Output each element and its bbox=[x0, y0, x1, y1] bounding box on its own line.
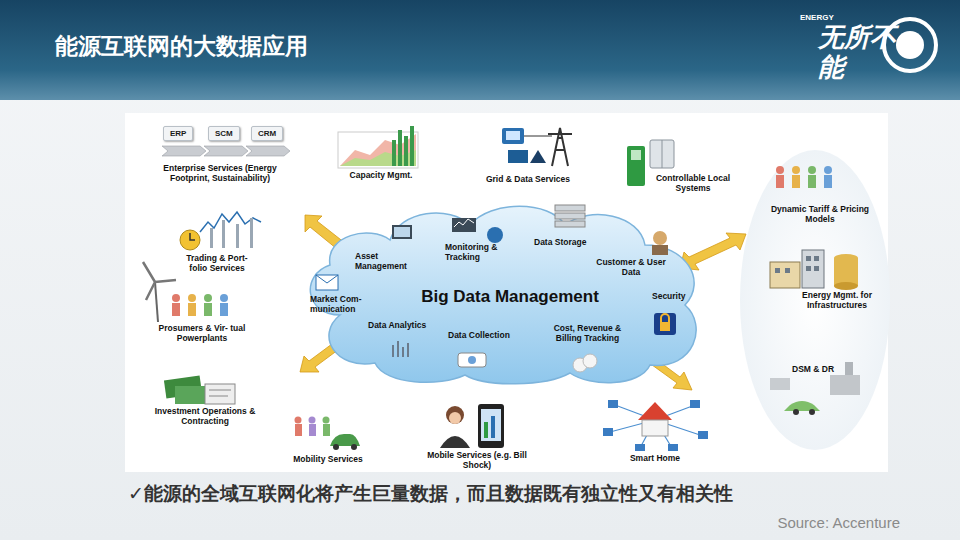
box-label: CRM bbox=[258, 129, 276, 138]
box-label: ERP bbox=[170, 129, 186, 138]
source-note: Source: Accenture bbox=[740, 514, 900, 531]
service-label: Capacity Mgmt. bbox=[336, 171, 426, 181]
cloud-item: Data Storage bbox=[534, 238, 614, 248]
cloud-item: Market Com- munication bbox=[310, 295, 372, 315]
service-label: Investment Operations & Contracting bbox=[140, 407, 270, 427]
box-label: SCM bbox=[215, 129, 233, 138]
logo-small: ENERGY bbox=[800, 13, 860, 22]
system-box: CRM bbox=[251, 126, 283, 141]
cloud-item: Customer & User Data bbox=[596, 258, 666, 278]
service-label: Dynamic Tariff & Pricing Models bbox=[770, 205, 870, 225]
service-label: Energy Mgmt. for Infrastructures bbox=[782, 291, 892, 311]
service-label: Mobile Services (e.g. Bill Shock) bbox=[422, 451, 532, 471]
cloud-item: Cost, Revenue & Billing Tracking bbox=[540, 324, 635, 344]
service-label: Mobility Services bbox=[278, 455, 378, 465]
slide-title: 能源互联网的大数据应用 bbox=[55, 33, 308, 59]
data-cloud: Big Data Management Asset Management Monit… bbox=[300, 195, 710, 387]
service-label: Smart Home bbox=[620, 454, 690, 464]
cloud-item: Asset Management bbox=[355, 252, 425, 272]
cloud-item: Monitoring & Tracking bbox=[445, 243, 520, 263]
service-label: Prosumers & Vir- tual Powerplants bbox=[152, 324, 252, 344]
service-label: Enterprise Services (Energy Footprint, S… bbox=[150, 164, 290, 184]
cloud-item: Data Collection bbox=[448, 331, 528, 341]
service-label: Trading & Port- folio Services bbox=[177, 254, 257, 274]
cloud-item: Security bbox=[652, 292, 702, 302]
system-box: ERP bbox=[163, 126, 193, 141]
cloud-item: Data Analytics bbox=[368, 321, 448, 331]
slide-caption: ✓能源的全域互联网化将产生巨量数据，而且数据既有独立性又有相关性 bbox=[128, 483, 928, 505]
system-box: SCM bbox=[208, 126, 240, 141]
service-label: DSM & DR bbox=[792, 365, 852, 375]
cloud-heading: Big Data Management bbox=[380, 287, 640, 307]
service-label: Grid & Data Services bbox=[468, 175, 588, 185]
service-label: Controllable Local Systems bbox=[648, 174, 738, 194]
logo-text: 无所不能 bbox=[818, 23, 908, 83]
